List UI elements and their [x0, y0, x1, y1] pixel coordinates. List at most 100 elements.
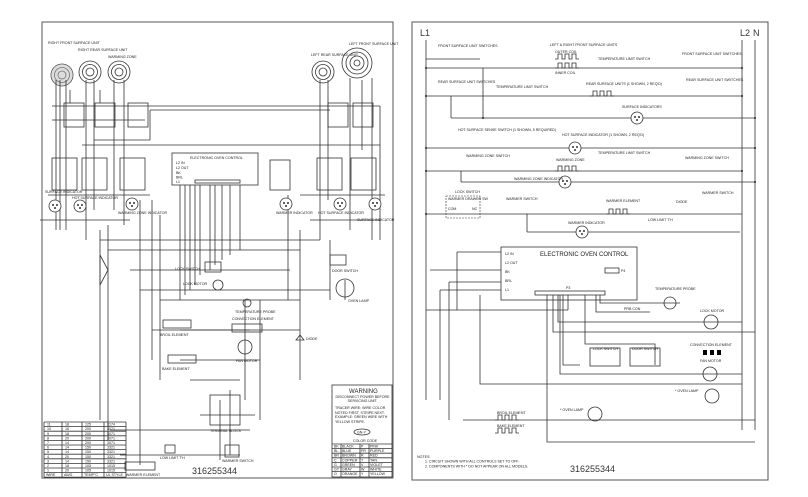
eoc-pin: L1: [505, 288, 509, 292]
wire-table-cell: 3071: [107, 432, 115, 436]
wire-table-cell: 4: [47, 455, 49, 459]
lock-switch-label: LOCK SWITCH: [175, 267, 200, 271]
left-frame: [41, 21, 394, 479]
wire-table-header: TEMP°C: [84, 473, 98, 477]
warmer-switch-label: WARMER SWITCH: [222, 459, 254, 463]
rung-label: TEMPERATURE LIMIT SWITCH: [496, 85, 549, 89]
note: 1. CIRCUIT SHOWN WITH ALL CONTROLS SET T…: [425, 460, 519, 464]
color-code-cell: Y: [361, 472, 364, 476]
rung-label: WARMER SWITCH: [506, 197, 538, 201]
hsi-right-label: HOT SURFACE INDICATOR: [318, 211, 364, 215]
rung-label: SURFACE INDICATORS: [622, 105, 662, 109]
rung-label: REAR SURFACE UNITS (1 SHOWN, 2 REQ'D): [586, 82, 662, 86]
lr-label: LEFT REAR SURFACE UNIT: [311, 53, 359, 57]
door-switch-label: DOOR SWITCH: [632, 347, 658, 351]
color-code-cell: BLUE: [342, 449, 352, 453]
color-code-cell: O: [334, 472, 337, 476]
warning-subtitle: DISCONNECT POWER BEFORE SERVICING UNIT.: [335, 395, 390, 404]
color-code-cell: YELLOW: [370, 472, 386, 476]
wire-table-header: UL STYLE: [106, 473, 123, 477]
wire-table-cell: 1015: [107, 469, 115, 473]
color-code-cell: PURPLE: [370, 449, 385, 453]
left-rear-surface-unit: LEFT REAR SURFACE UNIT: [311, 53, 359, 84]
right-electronic-oven-control: ELECTRONIC OVEN CONTROL L2 IN L2 OUT BK …: [500, 246, 638, 301]
color-code-cell: VIOLET: [370, 463, 384, 467]
p4-label: P4: [621, 269, 625, 273]
wire-table-cell: 6: [47, 446, 49, 450]
eoc-pin: L2 IN: [176, 161, 185, 165]
wire-table-cell: 3321: [107, 459, 115, 463]
note: 2. COMPONENTS WITH * DO NOT APPEAR ON AL…: [425, 465, 528, 469]
rung-label: TEMPERATURE LIMIT SWITCH: [598, 151, 651, 155]
rail-l1-label: L1: [420, 28, 430, 38]
warming-zone-unit: WARMING ZONE: [107, 55, 137, 84]
color-code-cell: R: [361, 454, 364, 458]
wire-table-cell: 18: [65, 423, 69, 427]
eoc-pin: L2 OUT: [505, 261, 518, 265]
wire-table-cell: 20: [65, 436, 69, 440]
lock-motor-label: LOCK MOTOR: [700, 309, 724, 313]
right-indicators: [558, 111, 644, 239]
wire-table-cell: 105: [85, 469, 91, 473]
temp-probe-label: TEMPERATURE PROBE: [235, 310, 276, 314]
wire-table-header: AWG: [64, 473, 73, 477]
wire-table-cell: 18: [65, 432, 69, 436]
wire-table-cell: 14: [65, 441, 69, 445]
wire-table-cell: 7: [47, 441, 49, 445]
eoc-pin: L2 OUT: [176, 166, 189, 170]
oven-lamp-label: * OVEN LAMP: [560, 408, 584, 412]
eoc-title: ELECTRONIC OVEN CONTROL: [540, 252, 629, 258]
rung-label: REAR SURFACE UNIT SWITCHES: [686, 78, 744, 82]
wire-table-cell: 3071: [107, 427, 115, 431]
wire-table-cell: 3: [47, 459, 49, 463]
wzi-label: WARMING ZONE INDICATOR: [118, 211, 167, 215]
wire-table-cell: 20: [65, 469, 69, 473]
right-front-surface-unit: RIGHT FRONT SURFACE UNIT: [48, 41, 101, 87]
power-rails: [425, 40, 756, 430]
wire-table-cell: 8: [47, 436, 49, 440]
rail-l2-label: L2: [740, 28, 750, 38]
warning-example: GN-Y: [357, 431, 367, 435]
warmer-element-label: WARMER ELEMENT: [126, 473, 161, 477]
rung-label: WARMER SWITCH: [702, 191, 734, 195]
wire-table-cell: 14: [65, 446, 69, 450]
color-code-cell: BK: [334, 445, 339, 449]
rung-label: LOW LIMIT T'H: [648, 218, 673, 222]
left-electronic-oven-control: ELECTRONIC OVEN CONTROL L2 IN L2 OUT BK …: [171, 152, 259, 186]
rung-label: WARMER ELEMENT: [606, 199, 641, 203]
color-code-cell: WHITE: [370, 468, 382, 472]
p3-label: P3: [566, 286, 570, 290]
prb-con-label: PRB CON: [624, 307, 641, 311]
si-left-label: SURFACE INDICATOR: [45, 190, 83, 194]
door-switch-label: DOOR SWITCH: [332, 269, 358, 273]
oven-lamp-label: OVEN LAMP: [348, 299, 370, 303]
rung-label: FRONT SURFACE UNIT SWITCHES: [682, 52, 742, 56]
right-oven-components: TEMPERATURE PROBE PRB CON LOCK MOTOR LOC…: [494, 287, 733, 434]
wire-table-cell: 3321: [107, 455, 115, 459]
rung-label: HOT SURFACE INDICATOR (1 SHOWN, 2 REQ'D): [562, 133, 644, 137]
wire-table-cell: 10: [47, 427, 51, 431]
low-limit-label: LOW LIMIT T'H: [160, 456, 185, 460]
wi-label: WARMER INDICATOR: [276, 211, 313, 215]
wire-table-cell: 200: [85, 436, 91, 440]
fan-label: FAN MOTOR: [236, 359, 258, 363]
warning-body: TRACER WIRE: WIRE COLOR NOTED FIRST, STR…: [335, 406, 388, 424]
wire-table-cell: 1: [47, 469, 49, 473]
left-oven-components: LOCK SWITCH LOCK MOTOR DOOR SWITCH OVEN …: [124, 254, 370, 477]
wire-table-cell: 14: [65, 459, 69, 463]
broil-label: BROIL ELEMENT: [160, 333, 189, 337]
wire-table-cell: 200: [85, 441, 91, 445]
right-frame: [411, 21, 769, 481]
wire-table-cell: 1015: [107, 464, 115, 468]
color-code-cell: TAN: [370, 458, 377, 462]
rung-labels: FRONT SURFACE UNIT SWITCHES LEFT & RIGHT…: [438, 43, 744, 225]
rung-label: HOT SURFACE SENSE SWITCH (1 SHOWN, 5 REQ…: [458, 128, 556, 132]
eoc-title: ELECTRONIC OVEN CONTROL: [190, 156, 243, 160]
hsi-left-label: HOT SURFACE INDICATOR: [72, 196, 118, 200]
wire-table-cell: 3321: [107, 446, 115, 450]
left-harness-wires: [40, 78, 385, 465]
wire-table-cell: 150: [85, 446, 91, 450]
eoc-pin: L1: [176, 180, 180, 184]
rung-label: OUTER COIL: [555, 50, 577, 54]
wire-table-cell: 3071: [107, 441, 115, 445]
